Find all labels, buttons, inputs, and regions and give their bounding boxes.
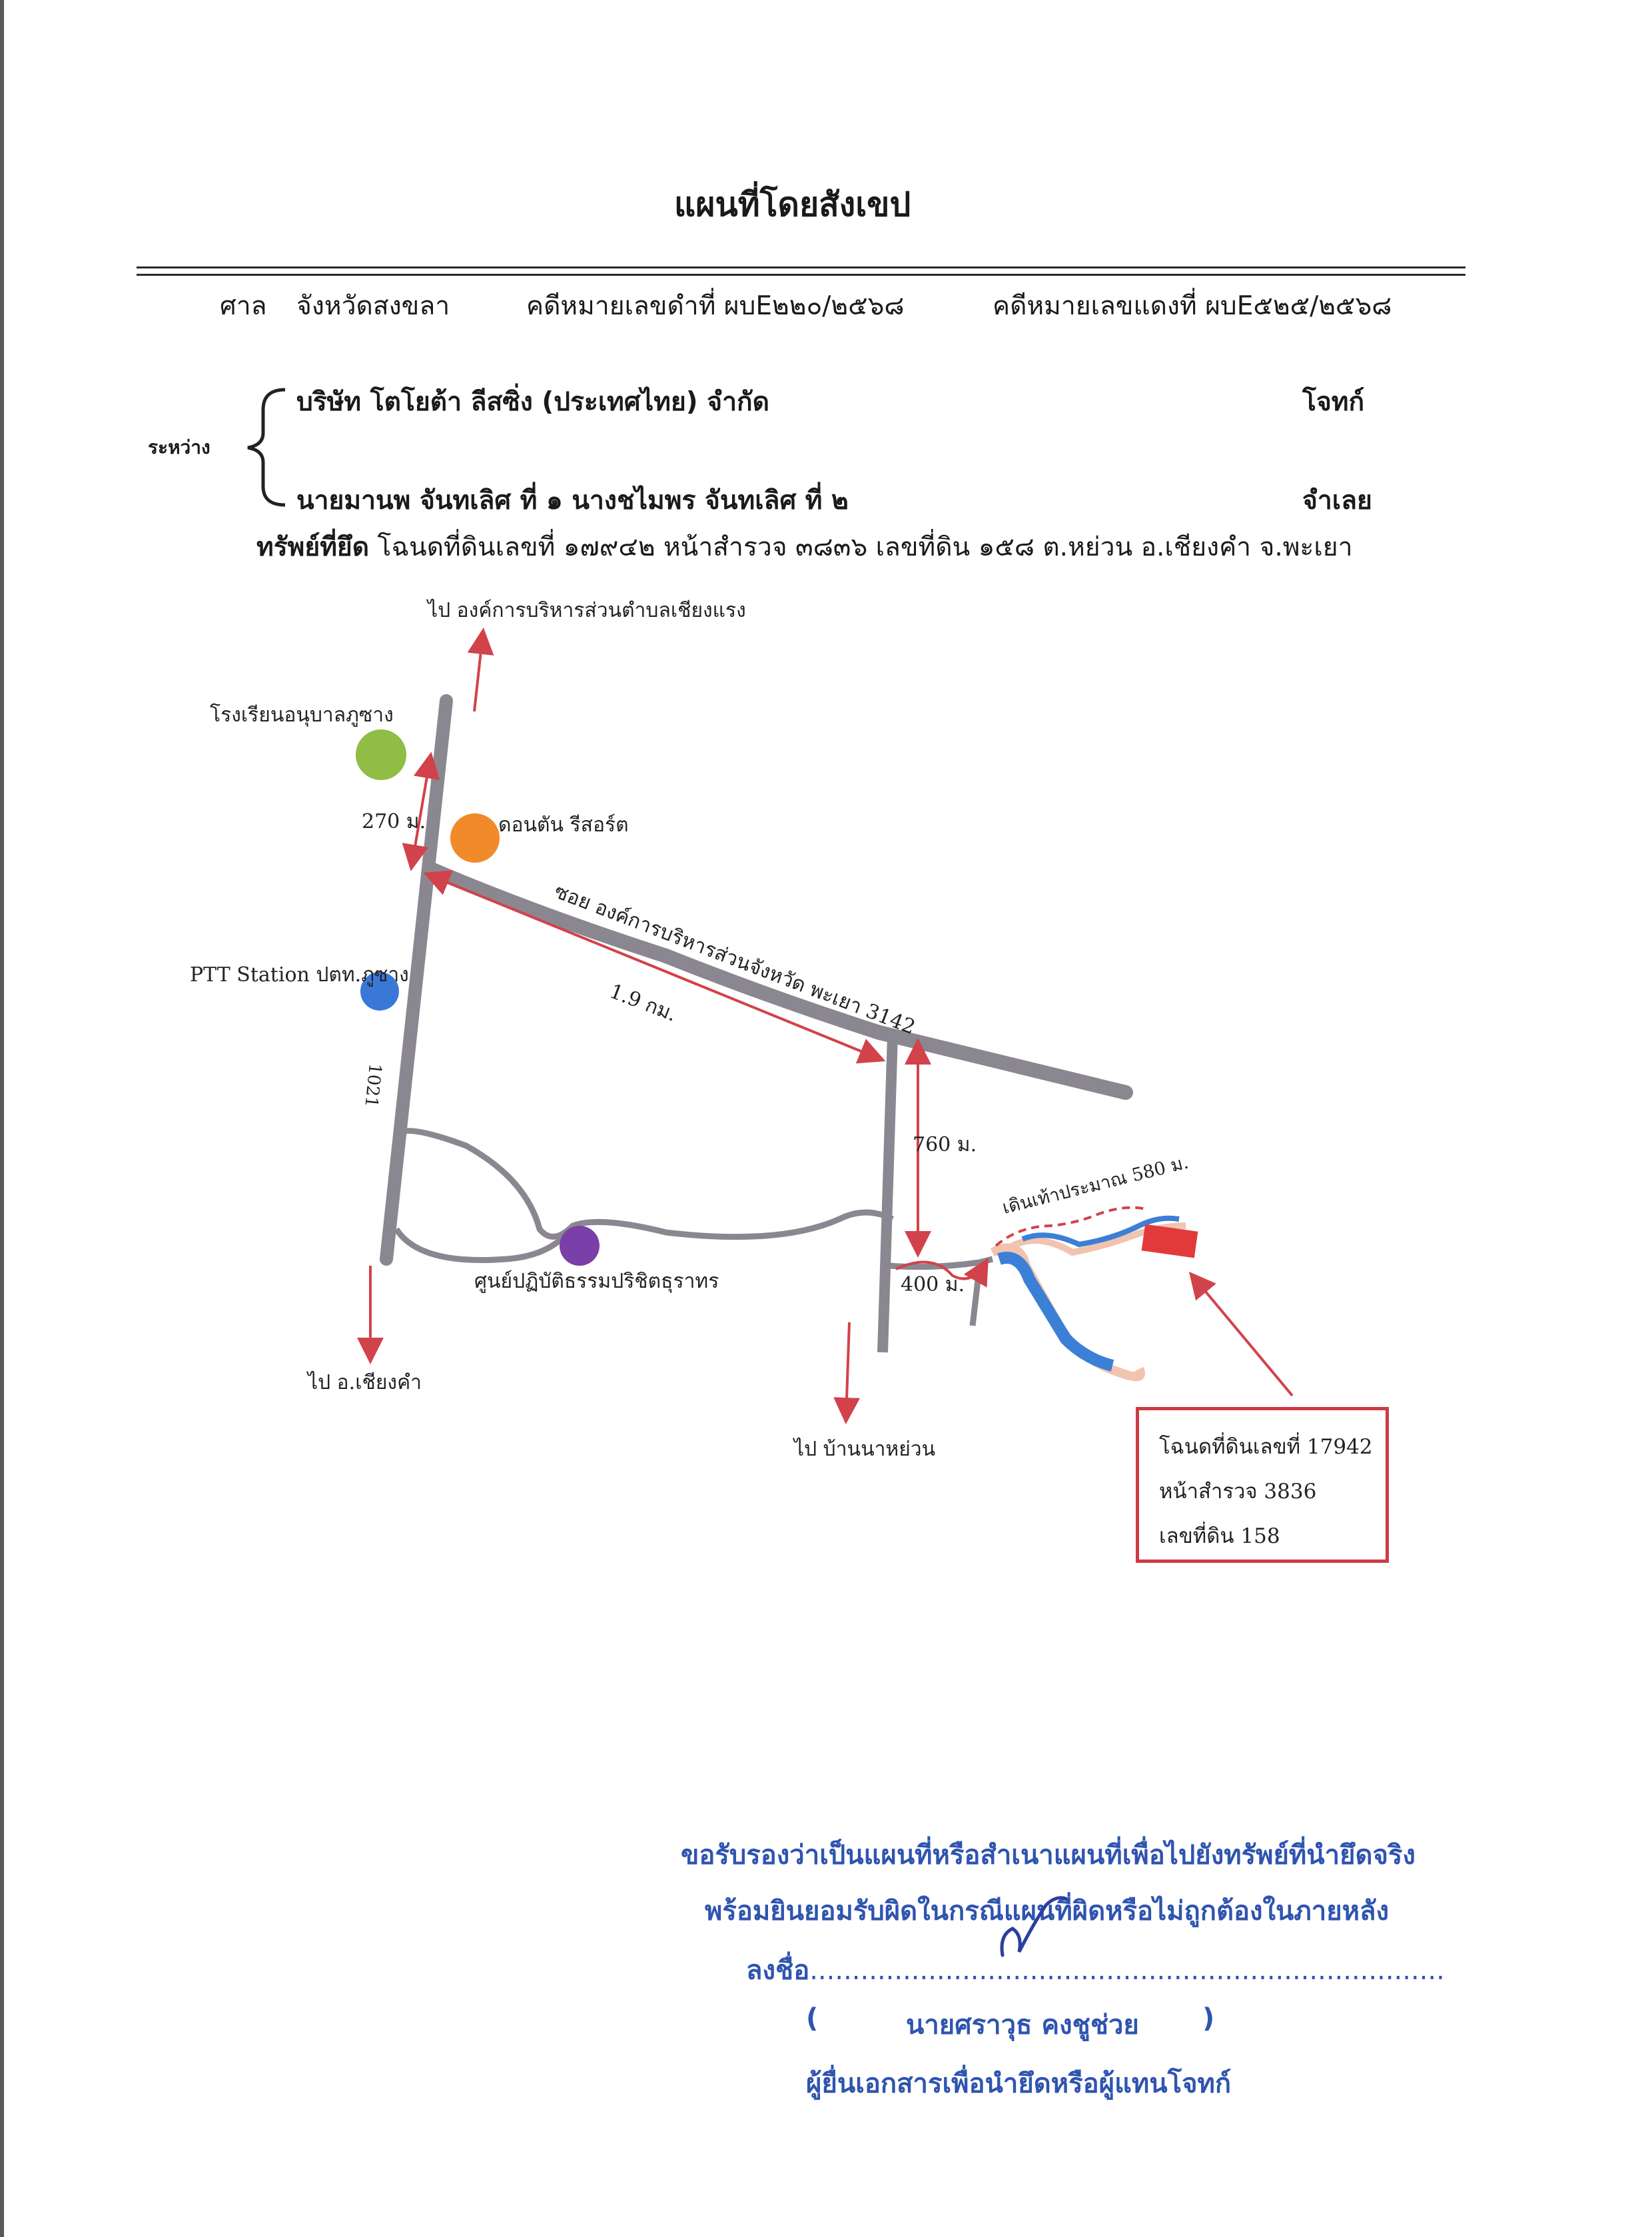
label-dharma-center: ศูนย์ปฏิบัติธรรมปริชิตธุราทร bbox=[474, 1270, 719, 1293]
label-400m: 400 ม. bbox=[901, 1273, 965, 1296]
ptt-marker bbox=[360, 972, 399, 1011]
signature-label: ลงชื่อ bbox=[746, 1955, 810, 1986]
label-to-nayuan: ไป บ้านนาหย่วน bbox=[794, 1438, 936, 1461]
red-case-number: คดีหมายเลขแดงที่ ผบE๕๒๕/๒๕๖๘ bbox=[993, 291, 1392, 321]
arrow-walk bbox=[995, 1206, 1146, 1247]
arrow-270m bbox=[402, 751, 440, 871]
resort-marker bbox=[450, 813, 500, 863]
direction-arrows bbox=[357, 628, 1294, 1424]
paren-open: ( bbox=[806, 2003, 819, 2034]
school-marker bbox=[356, 729, 406, 780]
court-name: จังหวัดสงขลา bbox=[296, 291, 450, 321]
survey-page: หน้าสำรวจ 3836 bbox=[1159, 1480, 1317, 1504]
label-school: โรงเรียนอนุบาลภูซาง bbox=[210, 703, 394, 727]
signature-dots: ........................................… bbox=[809, 1955, 1445, 1986]
dharma-center-marker bbox=[560, 1226, 600, 1266]
land-plot-marker bbox=[1141, 1224, 1198, 1258]
signature-line: ลงชื่อ..................................… bbox=[746, 1949, 1445, 1991]
scan-edge bbox=[0, 0, 4, 2237]
deed-info-box: โฉนดที่ดินเลขที่ 17942 หน้าสำรวจ 3836 เล… bbox=[1136, 1407, 1389, 1563]
label-ptt-station: PTT Station ปตท.ภูซาง bbox=[190, 963, 409, 987]
road-loop bbox=[394, 1128, 895, 1264]
plaintiff-name: บริษัท โตโยต้า ลีสซิ่ง (ประเทศไทย) จำกัด bbox=[296, 387, 769, 417]
between-label: ระหว่าง bbox=[148, 436, 210, 458]
label-270m: 270 ม. bbox=[362, 810, 426, 833]
signer-role: ผู้ยื่นเอกสารเพื่อนำยึดหรือผู้แทนโจทก์ bbox=[806, 2068, 1232, 2099]
seized-property-line: ทรัพย์ที่ยึด โฉนดที่ดินเลขที่ ๑๗๙๔๒ หน้า… bbox=[256, 526, 1352, 568]
seized-property-label: ทรัพย์ที่ยึด bbox=[256, 532, 370, 562]
plaintiff-role: โจทก์ bbox=[1302, 387, 1365, 417]
label-760m: 760 ม. bbox=[913, 1133, 977, 1156]
label-to-chiangkham: ไป อ.เชียงคำ bbox=[308, 1371, 422, 1394]
signer-name: นายศราวุธ คงชูช่วย bbox=[906, 2010, 1139, 2040]
defendant-role: จำเลย bbox=[1302, 486, 1372, 516]
page-title: แผนที่โดยสังเขป bbox=[674, 185, 911, 224]
header-rule-top bbox=[137, 266, 1465, 268]
court-label: ศาล bbox=[220, 291, 267, 321]
header-rule-bottom bbox=[137, 274, 1465, 276]
arrow-north bbox=[467, 628, 494, 712]
arrow-nayuan bbox=[833, 1322, 861, 1424]
certification-line-1: ขอรับรองว่าเป็นแผนที่หรือสำเนาแผนที่เพื่… bbox=[681, 1840, 1416, 1871]
arrow-400m bbox=[895, 1258, 989, 1288]
arrow-1-9km bbox=[423, 870, 886, 1064]
road-branch-south bbox=[877, 1035, 898, 1353]
arrow-to-plot bbox=[1188, 1271, 1294, 1397]
seized-property-text: โฉนดที่ดินเลขที่ ๑๗๙๔๒ หน้าสำรวจ ๓๘๓๖ เล… bbox=[377, 532, 1353, 562]
black-case-number: คดีหมายเลขดำที่ ผบE๒๒๐/๒๕๖๘ bbox=[526, 291, 905, 321]
deed-number: โฉนดที่ดินเลขที่ 17942 bbox=[1159, 1435, 1373, 1459]
paren-close: ) bbox=[1202, 2003, 1215, 2034]
certification-line-2: พร้อมยินยอมรับผิดในกรณีแผนที่ผิดหรือไม่ถ… bbox=[705, 1896, 1390, 1927]
label-resort: ดอนตัน รีสอร์ต bbox=[498, 813, 629, 837]
land-number: เลขที่ดิน 158 bbox=[1159, 1524, 1280, 1548]
defendant-names: นายมานพ จันทเลิศ ที่ ๑ นางชไมพร จันทเลิศ… bbox=[296, 486, 849, 516]
label-to-north: ไป องค์การบริหารส่วนตำบลเชียงแรง bbox=[428, 599, 746, 622]
